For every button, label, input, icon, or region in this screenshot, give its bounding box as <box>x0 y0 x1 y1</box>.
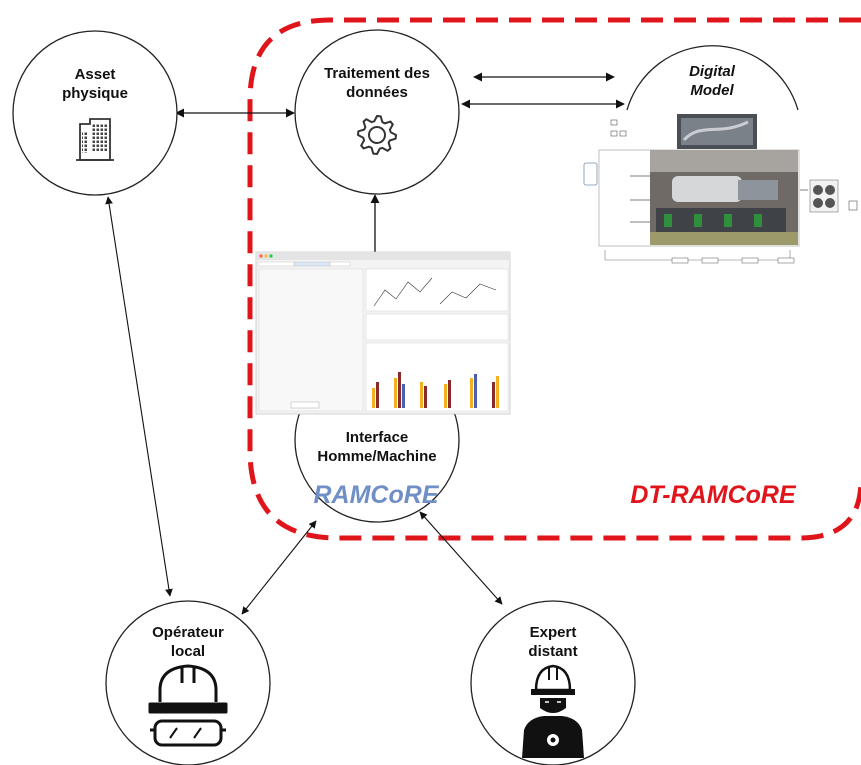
arrow-interface-operateur <box>241 520 317 615</box>
digital-label-line1: Digital <box>689 63 736 80</box>
arrow-asset-operateur <box>105 196 173 597</box>
ramcore-app-screenshot <box>255 251 511 415</box>
dt-ramcore-label: DT-RAMCoRE <box>630 481 797 509</box>
operateur-label-line2: local <box>171 643 205 660</box>
interface-label-line1: Interface <box>346 429 409 446</box>
digital-model-screenshot <box>567 112 859 274</box>
gear-icon <box>357 115 397 155</box>
hardhat-goggles-icon <box>148 664 228 747</box>
node-operateur-local: Opérateur local <box>105 600 271 765</box>
expert-label-line2: distant <box>528 643 577 660</box>
asset-label-line2: physique <box>62 85 128 102</box>
arrow-interface-expert <box>419 511 503 605</box>
traitement-label-line1: Traitement des <box>324 65 430 82</box>
node-expert-distant: Expert distant <box>470 600 636 765</box>
expert-label-line1: Expert <box>530 624 577 641</box>
dt-ramcore-boundary <box>247 17 861 541</box>
engineer-icon <box>522 664 584 758</box>
digital-label-line2: Model <box>690 82 734 99</box>
asset-label-line1: Asset <box>75 66 116 83</box>
interface-label-line2: Homme/Machine <box>317 448 436 465</box>
node-asset-physique: Asset physique <box>12 30 178 196</box>
operateur-label-line1: Opérateur <box>152 624 224 641</box>
building-icon <box>76 118 114 161</box>
node-traitement-des-donnees: Traitement des données <box>294 29 460 195</box>
traitement-label-line2: données <box>346 84 408 101</box>
ramcore-label: RAMCoRE <box>314 481 440 509</box>
node-digital-model: Digital Model <box>626 45 799 111</box>
